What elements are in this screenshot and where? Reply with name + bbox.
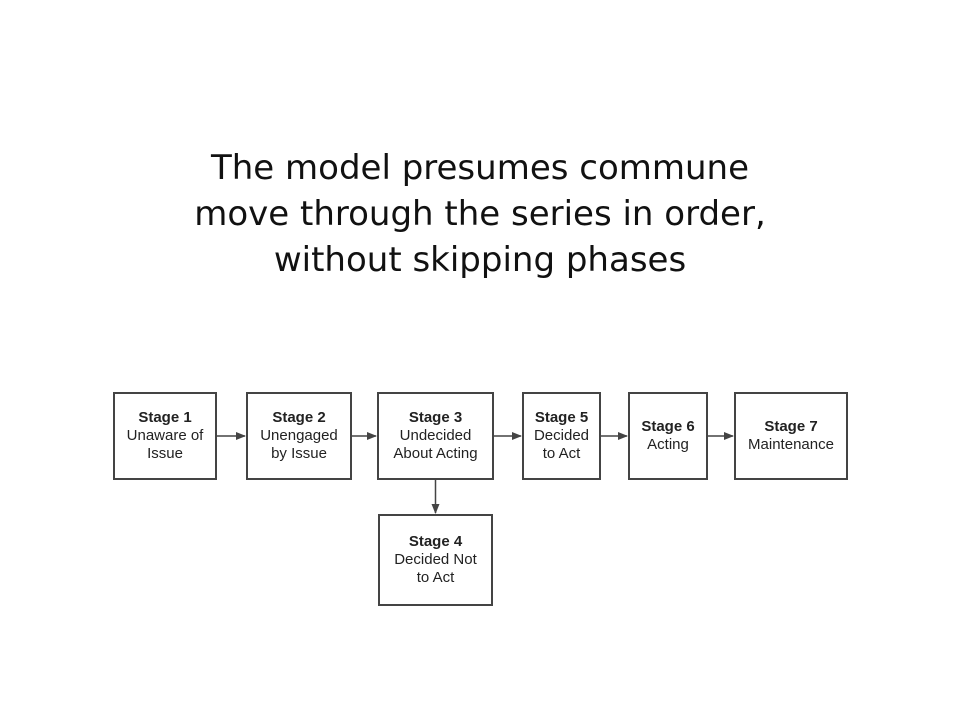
stage-2-label: Stage 2 (272, 409, 326, 426)
stage-7-text-line: Maintenance (748, 436, 834, 453)
stage-3-label: Stage 3 (408, 409, 463, 426)
stage-1-text-line: Issue (147, 445, 183, 462)
stage-1-label: Stage 1 (138, 409, 192, 426)
stage-1-text-line: Unaware of (126, 427, 204, 444)
stage-5-text-line: Decided (533, 427, 590, 444)
stage-4-label: Stage 4 (408, 533, 463, 550)
stage-5-text-line: to Act (542, 445, 581, 462)
stage-5-label: Stage 5 (534, 409, 589, 426)
slide-title: The model presumes commune move through … (0, 145, 960, 283)
title-line-1: The model presumes commune (210, 148, 750, 188)
stage-4-text-line: Decided Not (394, 551, 477, 568)
stage-2-text-line: by Issue (271, 445, 327, 462)
title-line-3: without skipping phases (273, 240, 687, 280)
stage-3-text-line: About Acting (393, 445, 478, 462)
stage-6-text-line: Acting (647, 436, 689, 453)
stage-4-text-line: to Act (416, 569, 455, 586)
stage-2-text-line: Unengaged (260, 427, 338, 444)
stage-6-label: Stage 6 (641, 418, 695, 435)
stage-3-text-line: Undecided (399, 427, 472, 444)
stage-7-label: Stage 7 (764, 418, 818, 435)
title-line-2: move through the series in order, (194, 194, 766, 234)
